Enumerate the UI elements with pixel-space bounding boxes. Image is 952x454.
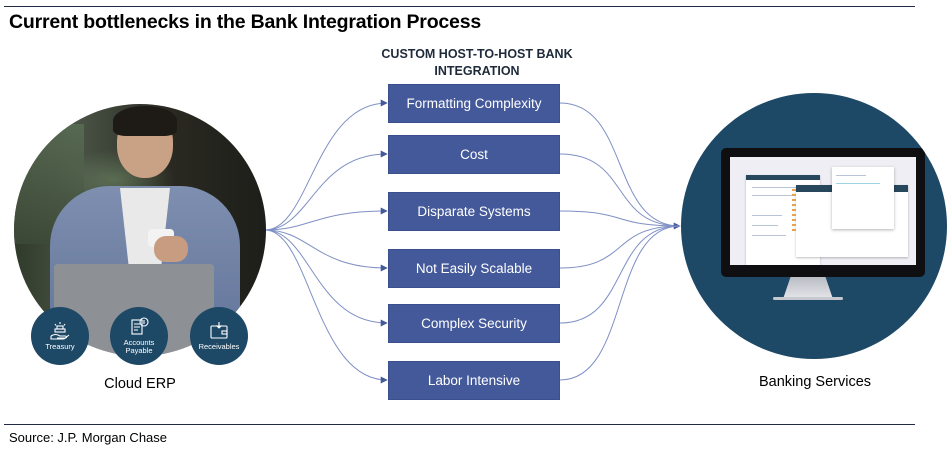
monitor-base — [773, 297, 843, 300]
connector-to-box — [264, 229, 388, 272]
bottleneck-box: Cost — [388, 135, 560, 174]
connector-to-box — [264, 99, 388, 231]
connector-to-bank — [559, 210, 681, 230]
bottleneck-label: Complex Security — [421, 316, 527, 331]
connector-to-bank — [559, 102, 681, 227]
dialog-window — [832, 167, 894, 229]
connector-to-box — [264, 207, 388, 231]
receivables-label: Receivables — [198, 342, 240, 351]
bottleneck-box: Complex Security — [388, 304, 560, 343]
connector-to-box — [264, 229, 388, 327]
banking-services-circle — [681, 93, 947, 359]
bottleneck-label: Cost — [460, 147, 488, 162]
status-markers — [792, 189, 796, 231]
hand-with-gold-bars-icon — [50, 322, 70, 340]
section-heading: CUSTOM HOST-TO-HOST BANK INTEGRATION — [381, 47, 573, 78]
wallet-download-icon — [210, 322, 228, 339]
page-title: Current bottlenecks in the Bank Integrat… — [9, 11, 481, 33]
top-rule — [4, 6, 915, 7]
connector-to-box — [264, 150, 388, 231]
accounts-payable-badge: Accounts Payable — [110, 307, 168, 365]
connector-to-bank — [559, 225, 681, 324]
source-note: Source: J.P. Morgan Chase — [9, 430, 168, 445]
treasury-label: Treasury — [45, 342, 75, 351]
connector-to-bank — [559, 153, 681, 227]
banking-services-caption: Banking Services — [758, 374, 872, 390]
treasury-badge: Treasury — [31, 307, 89, 365]
bottleneck-box: Formatting Complexity — [388, 84, 560, 123]
bottleneck-label: Formatting Complexity — [406, 96, 542, 111]
connector-to-bank — [559, 225, 681, 269]
bottleneck-box: Disparate Systems — [388, 192, 560, 231]
desktop-monitor — [721, 148, 925, 277]
person-hand — [154, 236, 188, 262]
bottleneck-label: Not Easily Scalable — [415, 261, 533, 276]
invoice-dollar-icon — [131, 317, 149, 335]
receivables-badge: Receivables — [190, 307, 248, 365]
accounts-payable-label: Accounts Payable — [123, 338, 155, 355]
monitor-screen — [730, 157, 916, 265]
bottleneck-label: Labor Intensive — [427, 373, 521, 388]
bottleneck-box: Labor Intensive — [388, 361, 560, 400]
bottom-rule — [4, 424, 915, 425]
cloud-erp-caption: Cloud ERP — [104, 376, 176, 392]
monitor-stand — [783, 277, 833, 299]
connector-to-bank — [559, 225, 681, 381]
bottleneck-label: Disparate Systems — [417, 204, 531, 219]
connector-to-box — [264, 229, 388, 384]
bottleneck-box: Not Easily Scalable — [388, 249, 560, 288]
person-hair — [113, 106, 177, 136]
